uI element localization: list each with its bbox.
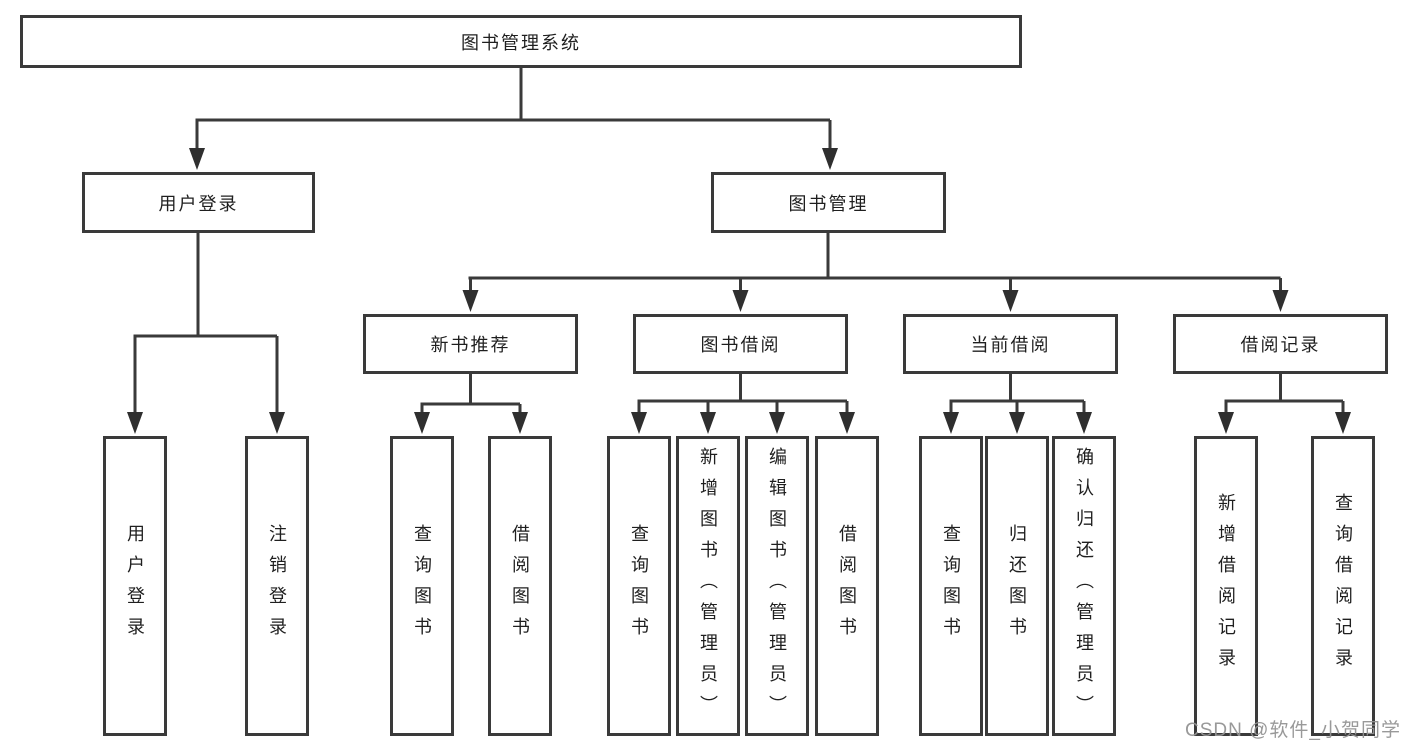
leaf-label: 归还图书 [1007, 524, 1027, 648]
leaf-borrowing-edit-books-admin: 编辑图书（管理员） [745, 436, 809, 736]
arrowhead [414, 412, 528, 434]
node-book-management: 图书管理 [711, 172, 946, 233]
arrowhead [1218, 412, 1351, 434]
connector-line [195, 68, 832, 150]
node-label: 图书管理系统 [461, 32, 581, 53]
leaf-label: 编辑图书（管理员） [767, 446, 787, 726]
connector-book-borrowing-to-leaves [631, 374, 855, 434]
leaf-label: 查询图书 [412, 524, 432, 648]
leaf-current-confirm-return-admin: 确认归还（管理员） [1052, 436, 1116, 736]
leaf-label: 确认归还（管理员） [1074, 446, 1094, 726]
leaf-label: 查询借阅记录 [1333, 493, 1353, 679]
leaf-newbook-query-books: 查询图书 [390, 436, 454, 736]
arrowhead [631, 412, 855, 434]
csdn-watermark: CSDN @软件_小贺同学 [1185, 720, 1401, 741]
leaf-label: 新增图书（管理员） [698, 446, 718, 726]
connector-line [1224, 374, 1345, 412]
leaf-newbook-borrow-books: 借阅图书 [488, 436, 552, 736]
leaf-label: 查询图书 [629, 524, 649, 648]
connector-book-management-to-level2 [462, 233, 1289, 312]
node-root-library-management-system: 图书管理系统 [20, 15, 1022, 68]
leaf-label: 借阅图书 [837, 524, 857, 648]
node-label: 图书借阅 [700, 335, 781, 355]
node-current-borrowing: 当前借阅 [903, 314, 1118, 374]
connector-root-to-level1 [189, 68, 838, 170]
connector-line [637, 374, 849, 412]
arrowhead [943, 412, 1092, 434]
arrowhead [127, 412, 285, 434]
connector-borrowing-records-to-leaves [1218, 374, 1351, 434]
node-borrowing-records: 借阅记录 [1173, 314, 1388, 374]
leaf-user-login: 用户登录 [103, 436, 167, 736]
connector-line [420, 374, 522, 412]
connector-line [949, 374, 1086, 412]
leaf-label: 借阅图书 [510, 524, 530, 648]
arrowhead [189, 148, 838, 170]
leaf-logout-login: 注销登录 [245, 436, 309, 736]
connector-new-book-recommend-to-leaves [414, 374, 528, 434]
leaf-current-query-books: 查询图书 [919, 436, 983, 736]
connector-line [468, 233, 1282, 292]
leaf-current-return-books: 归还图书 [985, 436, 1049, 736]
leaf-borrowing-query-books: 查询图书 [607, 436, 671, 736]
connector-current-borrowing-to-leaves [943, 374, 1092, 434]
node-label: 借阅记录 [1240, 335, 1321, 355]
node-user-login: 用户登录 [82, 172, 315, 233]
leaf-borrowing-add-books-admin: 新增图书（管理员） [676, 436, 740, 736]
connector-user-login-to-leaves [127, 233, 285, 434]
node-new-book-recommend: 新书推荐 [363, 314, 578, 374]
connector-line [133, 233, 279, 412]
leaf-label: 新增借阅记录 [1216, 493, 1236, 679]
leaf-records-query-borrow-record: 查询借阅记录 [1311, 436, 1375, 736]
node-label: 图书管理 [788, 193, 869, 214]
leaf-label: 查询图书 [941, 524, 961, 648]
node-label: 当前借阅 [970, 335, 1051, 355]
leaf-borrowing-borrow-books: 借阅图书 [815, 436, 879, 736]
node-book-borrowing: 图书借阅 [633, 314, 848, 374]
arrowhead [462, 290, 1289, 312]
node-label: 用户登录 [158, 193, 239, 214]
leaf-records-add-borrow-record: 新增借阅记录 [1194, 436, 1258, 736]
leaf-label: 注销登录 [267, 524, 287, 648]
leaf-label: 用户登录 [125, 524, 145, 648]
node-label: 新书推荐 [430, 335, 511, 355]
